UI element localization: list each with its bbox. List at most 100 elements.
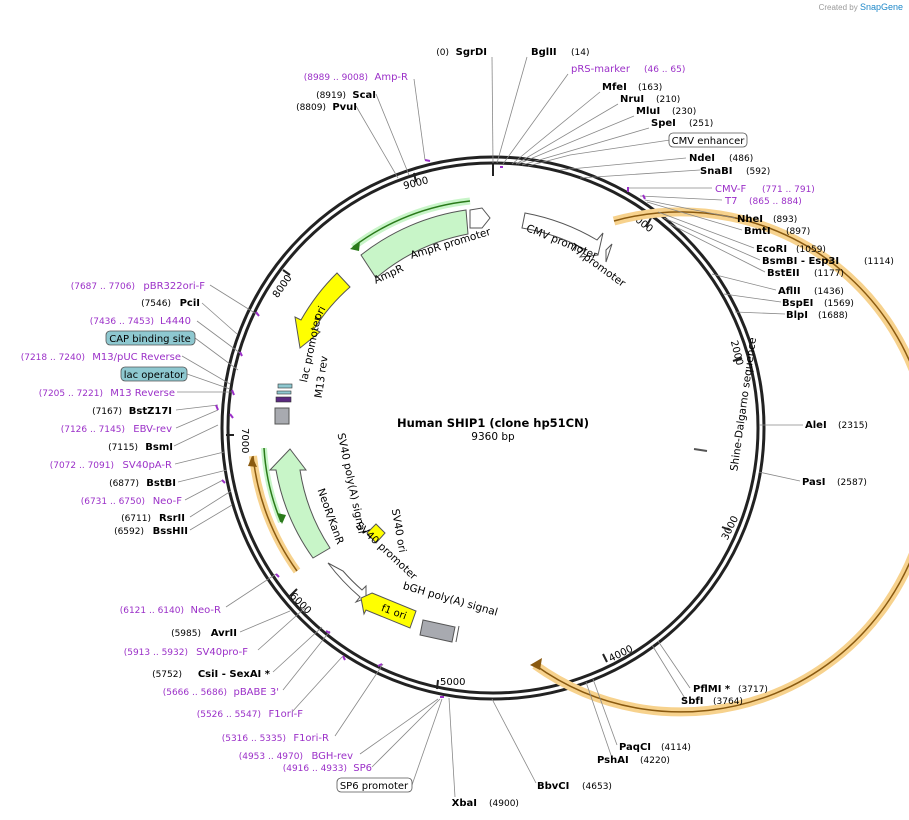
site-sgrdi-pos: (0) — [436, 48, 449, 58]
site-bsteii[interactable]: BstEII — [767, 268, 800, 279]
site-f1ori-f[interactable]: F1ori-F — [269, 709, 304, 720]
site-bspei[interactable]: BspEI — [782, 298, 813, 309]
site-blpi[interactable]: BlpI — [786, 310, 808, 321]
site-pbr322ori-f-pos: (7687 .. 7706) — [71, 282, 135, 292]
site-m13puc-reverse[interactable]: M13/pUC Reverse — [92, 352, 181, 363]
site-ndei[interactable]: NdeI — [689, 153, 715, 164]
site-f1ori-r-pos: (5316 .. 5335) — [222, 734, 286, 744]
site-mfei[interactable]: MfeI — [602, 82, 627, 93]
site-sv40pa-r[interactable]: SV40pA-R — [123, 460, 172, 471]
site-sv40pro-f-pos: (5913 .. 5932) — [124, 648, 188, 658]
site-rsrii[interactable]: RsrII — [159, 513, 185, 524]
site-pshai[interactable]: PshAI — [597, 755, 629, 766]
site-bstz17i[interactable]: BstZ17I — [129, 406, 172, 417]
site-sp6-promoter: SP6 promoter — [340, 781, 409, 792]
site-snabi-pos: (592) — [746, 167, 770, 177]
site-bsshii[interactable]: BssHII — [153, 526, 188, 537]
site-xbai-pos: (4900) — [489, 799, 519, 809]
site-sbfi-pos: (3764) — [713, 697, 743, 707]
site-bstbi[interactable]: BstBI — [146, 478, 176, 489]
site-pbr322ori-f[interactable]: pBR322ori-F — [143, 281, 205, 292]
cap-binding-box[interactable] — [105, 330, 196, 346]
site-neo-r[interactable]: Neo-R — [191, 605, 222, 616]
site-sv40pro-f[interactable]: SV40pro-F — [196, 647, 248, 658]
site-xbai[interactable]: XbaI — [452, 798, 477, 809]
site-pcii-pos: (7546) — [141, 299, 171, 309]
tick-2000: 2000 — [728, 339, 745, 366]
lac-operator-box[interactable] — [120, 366, 188, 382]
site-bmti-pos: (897) — [786, 227, 810, 237]
sp6-promoter-box[interactable] — [336, 777, 413, 793]
site-ndei-pos: (486) — [729, 154, 753, 164]
site-amp-r-pos: (8989 .. 9008) — [304, 73, 368, 83]
site-bmti[interactable]: BmtI — [744, 226, 771, 237]
tick-7000: 7000 — [239, 428, 250, 453]
cmv-enhancer-box[interactable] — [668, 132, 748, 148]
site-csii-sexai[interactable]: CsiI - SexAI * — [198, 669, 271, 680]
site-bgh-rev-pos: (4953 .. 4970) — [239, 752, 303, 762]
site-nhei[interactable]: NheI — [737, 214, 763, 225]
site-bsmbi-esp3i[interactable]: BsmBI - Esp3I — [762, 256, 839, 267]
site-bstbi-pos: (6877) — [109, 479, 139, 489]
site-amp-r[interactable]: Amp-R — [375, 72, 409, 83]
site-prs-marker[interactable]: pRS-marker — [571, 64, 631, 75]
site-cmv-f-pos: (771 .. 791) — [762, 185, 815, 195]
ship1-cds-arc — [530, 207, 909, 717]
site-neo-r-pos: (6121 .. 6140) — [120, 606, 184, 616]
site-aflii-pos: (1436) — [814, 287, 844, 297]
watermark-brand: SnapGene — [859, 2, 903, 12]
site-bgh-rev[interactable]: BGH-rev — [311, 751, 353, 762]
site-aflii[interactable]: AflII — [778, 286, 801, 297]
tick-marks — [226, 163, 743, 690]
site-lac-operator: lac operator — [124, 370, 185, 381]
site-pcii[interactable]: PciI — [180, 298, 200, 309]
site-bsmi[interactable]: BsmI — [145, 442, 173, 453]
site-bsshii-pos: (6592) — [114, 527, 144, 537]
site-ebv-rev[interactable]: EBV-rev — [133, 424, 172, 435]
site-pasi[interactable]: PasI — [802, 477, 825, 488]
site-paqci-pos: (4114) — [661, 743, 691, 753]
site-neo-f-pos: (6731 .. 6750) — [81, 497, 145, 507]
site-f1ori-r[interactable]: F1ori-R — [293, 733, 329, 744]
site-pflmi[interactable]: PflMI * — [693, 684, 731, 695]
site-nhei-pos: (893) — [773, 215, 797, 225]
site-pasi-pos: (2587) — [837, 478, 867, 488]
site-m13-reverse[interactable]: M13 Reverse — [110, 388, 175, 399]
site-t7[interactable]: T7 — [724, 196, 737, 207]
site-ecori[interactable]: EcoRI — [756, 244, 787, 255]
site-sp6-pos: (4916 .. 4933) — [283, 764, 347, 774]
site-sp6[interactable]: SP6 — [353, 763, 372, 774]
site-ebv-rev-pos: (7126 .. 7145) — [61, 425, 125, 435]
site-neo-f[interactable]: Neo-F — [153, 496, 183, 507]
site-alei[interactable]: AleI — [805, 420, 827, 431]
site-bspei-pos: (1569) — [824, 299, 854, 309]
leader-lines — [173, 56, 803, 798]
site-scai[interactable]: ScaI — [352, 90, 376, 101]
site-sbfi[interactable]: SbfI — [681, 696, 703, 707]
watermark-prefix: Created by — [818, 3, 858, 12]
site-l4440-pos: (7436 .. 7453) — [90, 317, 154, 327]
site-mlui[interactable]: MluI — [636, 106, 660, 117]
site-avrii[interactable]: AvrII — [211, 628, 237, 639]
site-paqci[interactable]: PaqCI — [619, 742, 651, 753]
map-length: 9360 bp — [471, 431, 515, 443]
site-pbabe3[interactable]: pBABE 3' — [233, 687, 279, 698]
site-cap-binding: CAP binding site — [109, 334, 191, 345]
site-sv40pa-r-pos: (7072 .. 7091) — [50, 461, 114, 471]
site-t7-pos: (865 .. 884) — [749, 197, 802, 207]
site-snabi[interactable]: SnaBI — [700, 166, 732, 177]
inner-features — [268, 207, 708, 643]
site-bbvci[interactable]: BbvCI — [537, 781, 569, 792]
site-bglii-pos: (14) — [571, 48, 589, 58]
site-sgrdi[interactable]: SgrDI — [456, 47, 487, 58]
site-spei[interactable]: SpeI — [651, 118, 676, 129]
site-cmv-f[interactable]: CMV-F — [715, 184, 746, 195]
site-pvui[interactable]: PvuI — [332, 102, 357, 113]
site-bbvci-pos: (4653) — [582, 782, 612, 792]
site-cmv-enhancer: CMV enhancer — [672, 136, 746, 147]
site-rsrii-pos: (6711) — [121, 514, 151, 524]
site-bglii[interactable]: BglII — [531, 47, 557, 58]
site-l4440[interactable]: L4440 — [160, 316, 191, 327]
site-nrui[interactable]: NruI — [620, 94, 644, 105]
